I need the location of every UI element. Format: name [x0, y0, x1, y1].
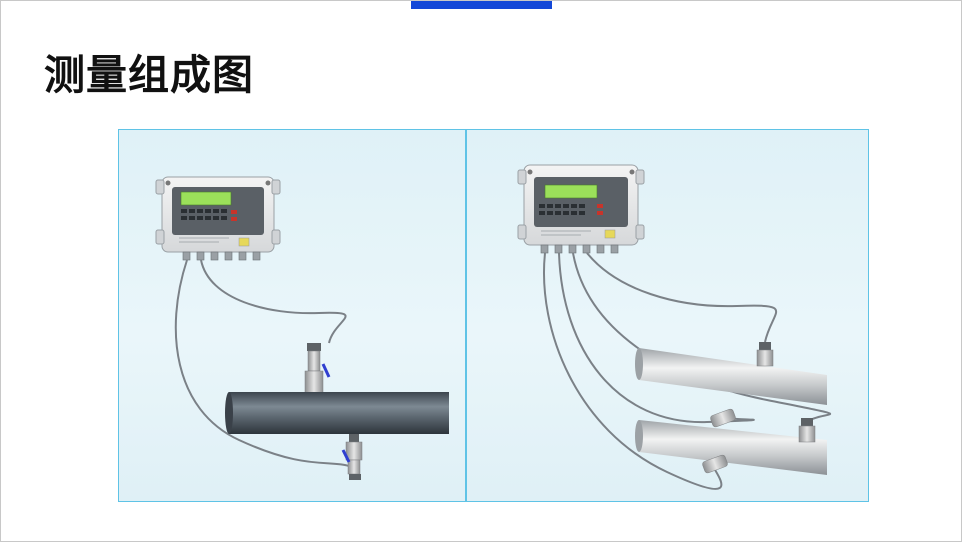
- pipe: [229, 392, 449, 434]
- ultrasonic-transducer-icon: [304, 343, 331, 400]
- page-title: 测量组成图: [44, 51, 254, 99]
- insertion-installation-panel: [118, 129, 466, 502]
- keypad: [181, 209, 227, 220]
- upper-pipe: [639, 348, 827, 405]
- ultrasonic-transducer-icon: [798, 418, 816, 443]
- keypad: [539, 204, 585, 215]
- ultrasonic-transducer-icon: [341, 434, 363, 480]
- top-accent-bar: [411, 1, 552, 9]
- lcd-display: [544, 184, 598, 199]
- clamp-on-installation-illustration: [517, 164, 832, 490]
- insertion-installation-illustration: [155, 176, 449, 480]
- ultrasonic-transducer-icon: [710, 408, 736, 428]
- wall-mount-flowmeter-icon: [155, 176, 281, 261]
- ultrasonic-transducer-icon: [702, 454, 728, 474]
- ball-valve-icon: [341, 449, 351, 463]
- wall-mount-flowmeter-icon: [517, 164, 645, 254]
- lcd-display: [180, 191, 232, 206]
- lower-pipe: [639, 420, 827, 475]
- ultrasonic-transducer-icon: [756, 342, 774, 367]
- ball-valve-icon: [321, 363, 331, 378]
- clamp-on-installation-panel: [466, 129, 869, 502]
